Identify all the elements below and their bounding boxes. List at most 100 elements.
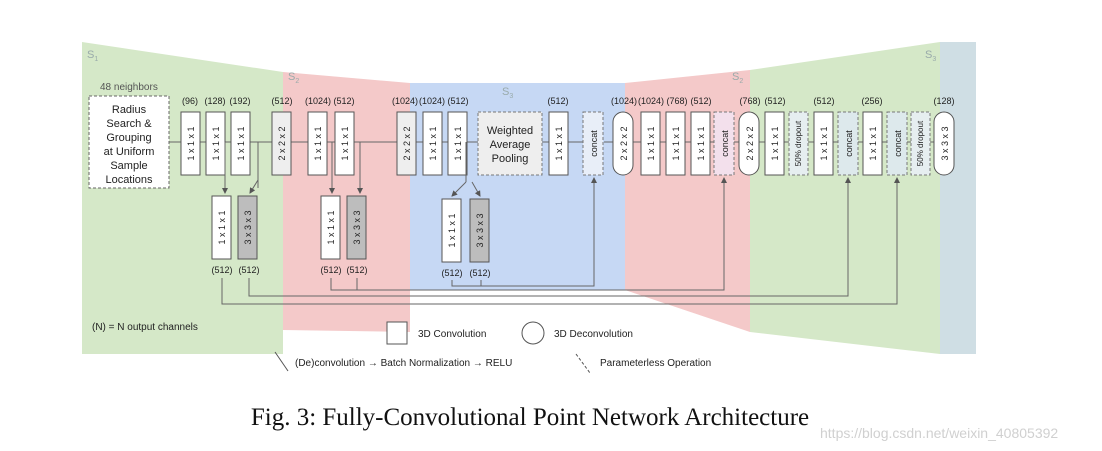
channel-512-c: (512) (447, 96, 468, 106)
legend-conv-label: 3D Convolution (418, 329, 486, 340)
deconv-label: 2 x 2 x 2 (745, 126, 755, 160)
branch-3-line-b (471, 181, 481, 197)
conv-label: 1 x 1 x 1 (646, 126, 656, 160)
side-conv-3x3x3-block: 3 x 3 x 3 (346, 195, 367, 260)
conv-block: 1 x 1 x 1 (764, 111, 785, 176)
conv-label: 1 x 1 x 1 (236, 126, 246, 160)
dropout-block: 50% dropout (910, 111, 931, 176)
legend-deconv-label: 3D Deconvolution (554, 329, 633, 340)
side-channel-3b: (512) (469, 268, 490, 278)
channel-1024-b: (1024) (392, 96, 418, 106)
conv-label: 1 x 1 x 1 (326, 210, 336, 244)
conv-block: 1 x 1 x 1 (640, 111, 661, 176)
conv-label: 1 x 1 x 1 (696, 126, 706, 160)
stage-label-s3-mid: S3 (502, 86, 513, 100)
stage-label-s2-left: S2 (288, 71, 299, 85)
side-channel-1b: (512) (238, 265, 259, 275)
stage-s2-right-region (625, 70, 750, 332)
concat-block: concat (837, 111, 859, 176)
input-line-2: Search & (106, 118, 152, 130)
stage-label-s2-right: S2 (732, 71, 743, 85)
channel-768-b: (768) (739, 96, 760, 106)
deconv-label: 2 x 2 x 2 (619, 126, 629, 160)
concat-label: concat (844, 130, 854, 157)
input-line-6: Locations (105, 174, 153, 186)
conv-block: 1 x 1 x 1 (665, 111, 686, 176)
weighted-average-pooling: Weighted Average Pooling (477, 111, 543, 176)
figure-caption: Fig. 3: Fully-Convolutional Point Networ… (250, 404, 810, 431)
dropout-label: 50% dropout (916, 120, 925, 166)
legend-bn-chain: (De)convolution → Batch Normalization → … (295, 358, 512, 369)
conv-block: 1 x 1 x 1 (230, 111, 251, 176)
conv-label: 2 x 2 x 2 (277, 126, 287, 160)
channel-1024-a: (1024) (305, 96, 331, 106)
deconv-block: 2 x 2 x 2 (612, 111, 634, 176)
deconv-block: 2 x 2 x 2 (738, 111, 760, 176)
input-line-5: Sample (110, 160, 147, 172)
input-line-4: at Uniform (104, 146, 155, 158)
concat-block: concat (582, 111, 604, 176)
branch-1-connector (249, 179, 259, 194)
conv-block: 1 x 1 x 1 (307, 111, 328, 176)
conv-label: 2 x 2 x 2 (402, 126, 412, 160)
conv-block: 1 x 1 x 1 (813, 111, 834, 176)
input-line-3: Grouping (106, 132, 151, 144)
side-conv-block: 1 x 1 x 1 (211, 195, 232, 260)
concat-label: concat (893, 130, 903, 157)
conv-block-2x2x2: 2 x 2 x 2 (396, 111, 417, 176)
conv-label: 3 x 3 x 3 (243, 210, 253, 244)
conv-label: 3 x 3 x 3 (475, 213, 485, 247)
branch-3-conn-a (451, 181, 467, 197)
side-conv-block: 1 x 1 x 1 (320, 195, 341, 260)
conv-block: 1 x 1 x 1 (862, 111, 883, 176)
concat-label: concat (720, 130, 730, 157)
channel-512-d: (512) (547, 96, 568, 106)
side-channel-3a: (512) (441, 268, 462, 278)
stage-label-s3-right: S3 (925, 49, 936, 63)
conv-block: 1 x 1 x 1 (690, 111, 711, 176)
channel-768-a: (768) (666, 96, 687, 106)
channel-128: (128) (204, 96, 225, 106)
channel-512-f: (512) (764, 96, 785, 106)
channel-1024-d: (1024) (611, 96, 637, 106)
conv-label: 1 x 1 x 1 (340, 126, 350, 160)
conv-label: 1 x 1 x 1 (453, 126, 463, 160)
channel-1024-e: (1024) (638, 96, 664, 106)
legend-conv-swatch (386, 321, 408, 345)
channel-labels: (96) (128) (192) (512) (1024) (512) (102… (182, 96, 955, 106)
conv-label: 1 x 1 x 1 (186, 126, 196, 160)
channel-256: (256) (861, 96, 882, 106)
conv-label: 3 x 3 x 3 (352, 210, 362, 244)
legend-deconv-swatch (521, 321, 545, 345)
concat-block: concat (886, 111, 908, 176)
legend-channels-note: (N) = N output channels (92, 322, 198, 333)
concat-block: concat (713, 111, 735, 176)
channel-192: (192) (229, 96, 250, 106)
channel-96: (96) (182, 96, 198, 106)
channel-512-b: (512) (333, 96, 354, 106)
side-channel-1a: (512) (211, 265, 232, 275)
conv-label: 1 x 1 x 1 (313, 126, 323, 160)
legend-solid-line (274, 351, 289, 372)
skip-route-1a (221, 177, 900, 305)
skip-route-1b (248, 177, 851, 297)
side-channel-2b: (512) (346, 265, 367, 275)
conv-label: 1 x 1 x 1 (671, 126, 681, 160)
conv-label: 1 x 1 x 1 (211, 126, 221, 160)
concat-label: concat (589, 130, 599, 157)
stage-s1-right-region (750, 42, 940, 354)
stage-label-s1-left: S1 (87, 49, 98, 63)
channel-128-b: (128) (933, 96, 954, 106)
conv-label: 1 x 1 x 1 (554, 126, 564, 160)
input-neighbors-label: 48 neighbors (100, 82, 158, 93)
watermark: https://blog.csdn.net/weixin_40805392 (820, 425, 1059, 441)
conv-block-2x2x2: 2 x 2 x 2 (271, 111, 292, 176)
conv-block: 1 x 1 x 1 (422, 111, 443, 176)
skip-route-3a (451, 177, 597, 287)
conv-block: 1 x 1 x 1 (180, 111, 201, 176)
conv-block: 1 x 1 x 1 (447, 111, 468, 176)
channel-512-e: (512) (690, 96, 711, 106)
conv-block: 1 x 1 x 1 (334, 111, 355, 176)
side-conv-3x3x3-block: 3 x 3 x 3 (469, 198, 490, 263)
